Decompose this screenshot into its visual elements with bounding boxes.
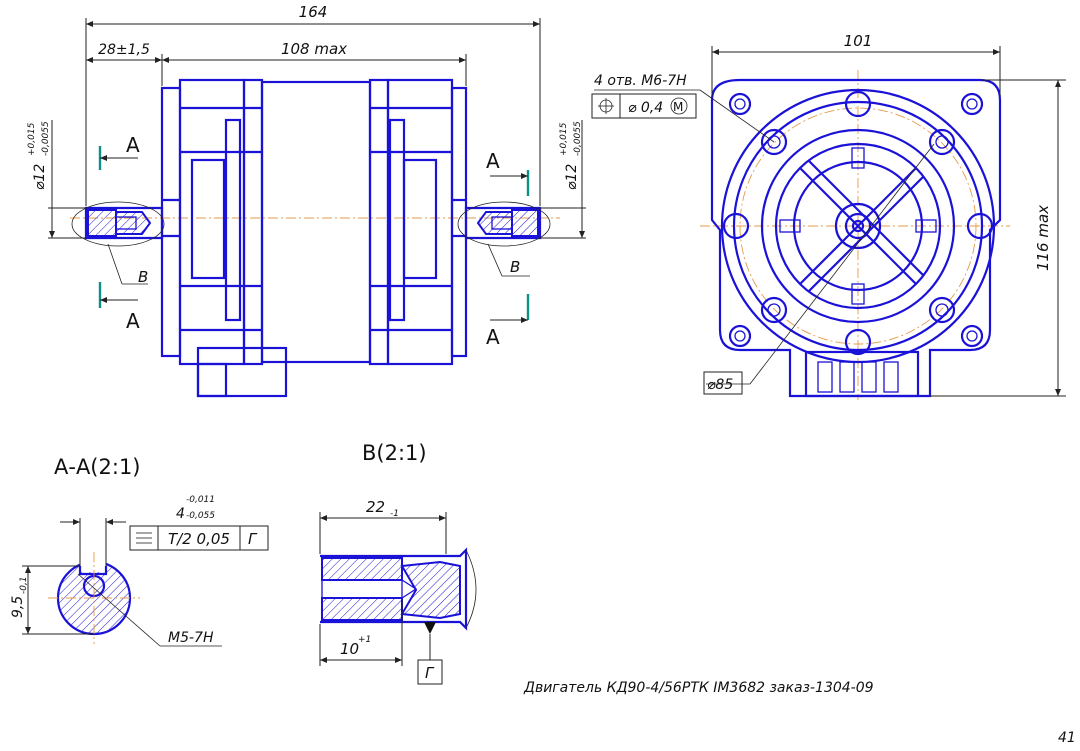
svg-text:116 max: 116 max [1034, 205, 1052, 271]
detail-label-b-right: В [510, 258, 520, 276]
page-number: 41 [1058, 730, 1076, 746]
svg-text:+0,015: +0,015 [27, 122, 37, 156]
dim-key-tol-upper: -0,011 [186, 495, 215, 505]
position-tolerance: ⌀ 0,4 [628, 100, 663, 116]
section-title: А-А(2:1) [54, 455, 141, 479]
svg-text:-0,1: -0,1 [19, 576, 29, 594]
section-a-a [22, 518, 269, 647]
svg-text:-0,0055: -0,0055 [41, 121, 51, 156]
svg-text:-0,0055: -0,0055 [573, 121, 583, 156]
section-label-a-bottom-left: А [126, 309, 140, 333]
dim-height: 116 max [1034, 205, 1052, 271]
detail-label-b-left: В [138, 268, 148, 286]
dim-key-depth: 9,5 -0,1 [10, 576, 29, 618]
holes-note: 4 отв. М6-7Н [594, 73, 687, 89]
dim-overall-length: 164 [299, 3, 328, 21]
dim-thread-len-tol: +1 [358, 635, 371, 645]
section-label-a-top-left: А [126, 133, 140, 157]
thread-note: М5-7Н [168, 630, 214, 646]
dim-shaft-ext: 28±1,5 [98, 42, 150, 58]
dim-key-width: 4 [176, 506, 185, 522]
svg-text:9,5: 9,5 [10, 596, 26, 618]
dim-shaft-len-b-tol: -1 [390, 509, 399, 519]
datum-box-label: Г [425, 664, 435, 682]
dim-flange-width: 101 [844, 32, 873, 50]
section-label-a-top-right: А [486, 149, 500, 173]
section-label-a-bottom-right: А [486, 325, 500, 349]
dim-shaft-dia-right: ⌀12 +0,015 -0,0055 [559, 121, 583, 190]
svg-text:⌀12: ⌀12 [564, 164, 580, 190]
bolt-circle-box [703, 371, 743, 395]
datum-ref-section: Г [248, 530, 258, 548]
svg-text:⌀12: ⌀12 [32, 164, 48, 190]
side-view [48, 18, 586, 398]
dim-shaft-len-b: 22 [366, 498, 385, 516]
caption: Двигатель КД90-4/56РТК IM3682 заказ-1304… [523, 680, 874, 696]
svg-text:+0,015: +0,015 [559, 122, 569, 156]
front-view [594, 46, 1066, 400]
position-tolerance-frame [591, 93, 697, 119]
symmetry-tolerance: T/2 0,05 [168, 530, 230, 548]
dim-thread-len: 10 [340, 640, 359, 658]
dim-shaft-dia-left: ⌀12 +0,015 -0,0055 [27, 121, 51, 190]
position-modifier: M [673, 100, 683, 114]
dim-bolt-circle: ⌀85 [707, 377, 733, 393]
dim-key-tol-lower: -0,055 [186, 511, 215, 521]
dim-body-length: 108 max [281, 40, 347, 58]
detail-title: В(2:1) [362, 441, 427, 465]
detail-b [319, 512, 477, 685]
